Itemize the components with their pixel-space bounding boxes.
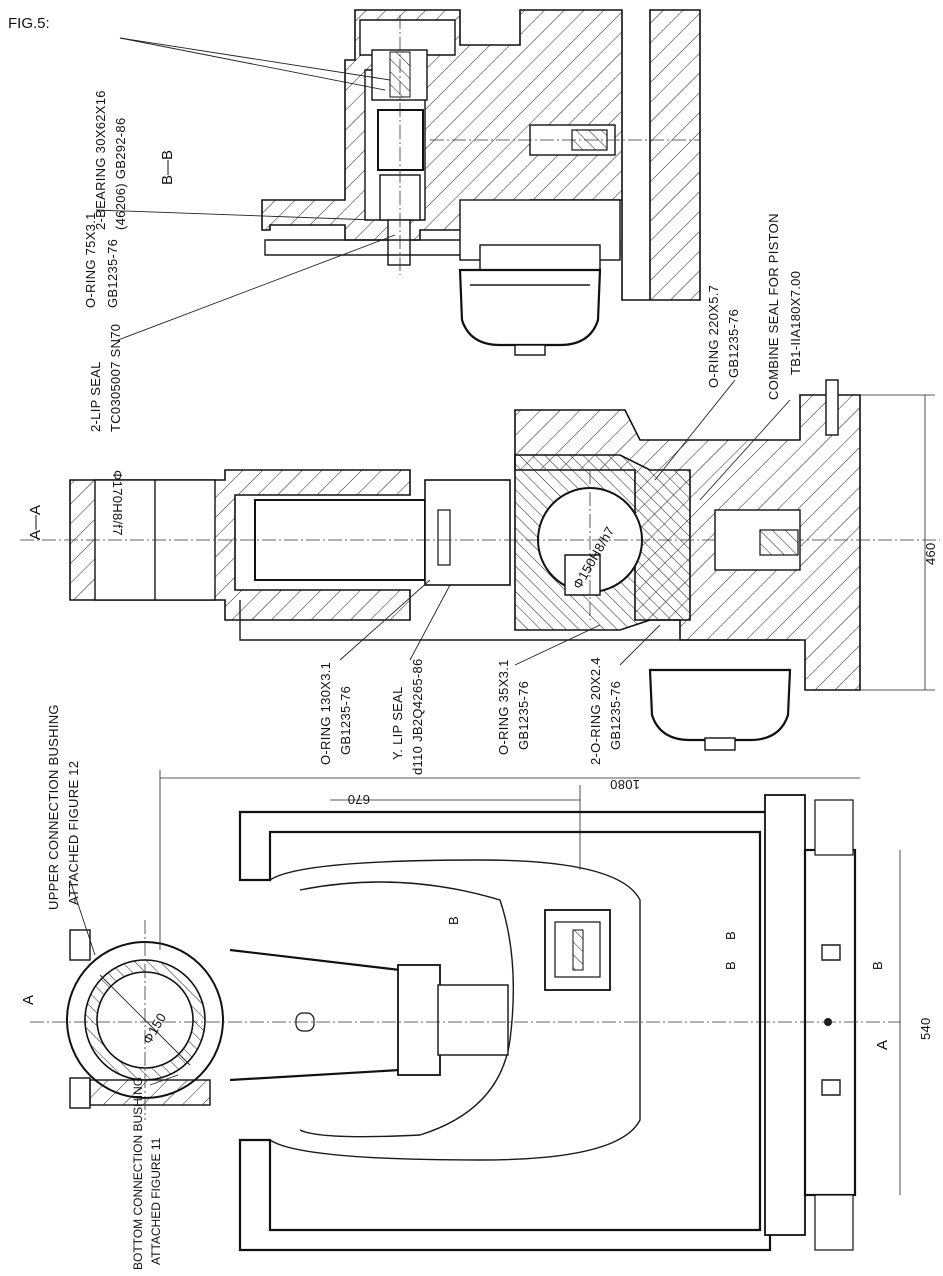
callout-bearing-line2: (46206) GB292-86	[113, 118, 128, 230]
front-view	[30, 770, 901, 1252]
callout-oring-220-line2: GB1235-76	[726, 309, 741, 378]
dim-460: 460	[923, 542, 938, 565]
callout-bottom-bushing-line1: BOTTOM CONNECTION BUSHING	[131, 1077, 145, 1270]
leader-lines	[69, 37, 791, 1086]
section-bb-view	[261, 9, 701, 356]
callout-bearing-line1: 2-BEARING 30X62X16	[93, 90, 108, 230]
callout-oring-35-line1: O-RING 35X3.1	[496, 659, 511, 755]
callout-oring-20-line1: 2-O-RING 20X2.4	[588, 657, 603, 765]
dim-540: 540	[918, 1017, 933, 1040]
callout-oring-75-line1: O-RING 75X3.1	[83, 212, 98, 308]
callout-oring-130-line2: GB1235-76	[338, 686, 353, 755]
callout-y-lip-seal-line1: Y. LIP SEAL	[390, 686, 405, 760]
callout-combine-seal-line2: TB1-IIA180X7.00	[788, 271, 803, 375]
callout-combine-seal-line1: COMBINE SEAL FOR PISTON	[766, 213, 781, 400]
dim-670: 670	[347, 792, 370, 807]
dim-bore-fit: Φ170H8/f7	[110, 470, 125, 536]
callout-oring-220-line1: O-RING 220X5.7	[706, 285, 721, 388]
callout-bottom-bushing-line2: ATTACHED FIGURE 11	[149, 1137, 163, 1265]
callout-oring-130-line1: O-RING 130X3.1	[318, 662, 333, 765]
section-aa-view	[20, 379, 940, 751]
section-mark-b3: B	[723, 961, 738, 970]
section-mark-a-left: A	[20, 995, 37, 1005]
section-mark-b2: B	[723, 931, 738, 940]
callout-lip-seal-line1: 2-LIP SEAL	[88, 361, 103, 432]
callout-y-lip-seal-line2: d110 JB2Q4265-86	[410, 658, 425, 775]
callout-lip-seal-line2: TC0305007 SN70	[108, 324, 123, 432]
callout-upper-bushing-line2: ATTACHED FIGURE 12	[66, 761, 81, 905]
section-mark-b4: B	[870, 961, 885, 970]
section-bb-title: B—B	[159, 150, 176, 185]
dim-1080: 1080	[610, 777, 640, 792]
section-mark-a-right: A	[874, 1040, 891, 1050]
section-aa-title: A—A	[27, 505, 44, 540]
section-mark-b1: B	[446, 916, 461, 925]
callout-oring-35-line2: GB1235-76	[516, 681, 531, 750]
callout-oring-20-line2: GB1235-76	[608, 681, 623, 750]
figure-label: FIG.5:	[8, 15, 50, 32]
callout-oring-75-line2: GB1235-76	[105, 239, 120, 308]
callout-upper-bushing-line1: UPPER CONNECTION BUSHING	[46, 704, 61, 910]
